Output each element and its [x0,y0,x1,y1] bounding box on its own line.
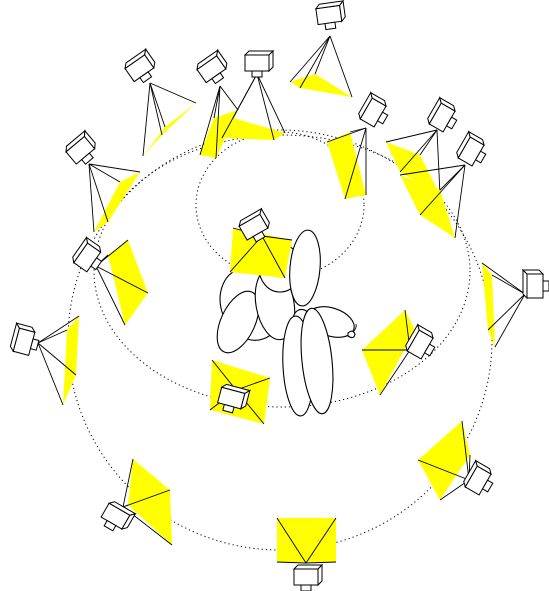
camera-lens [325,22,336,29]
image-plane [143,103,196,156]
camera-11 [482,263,549,347]
frustum-line [150,83,162,135]
camera-13 [362,310,440,395]
camera-icon [455,132,492,169]
frustum-line [492,275,525,294]
camera-icon [426,98,463,135]
image-plane [327,132,366,199]
camera-2 [123,49,196,156]
camera-lens [252,71,262,77]
camera-side [523,270,543,274]
frustum-line [277,562,306,563]
camera-top [294,565,322,569]
camera-top [245,51,273,55]
camera-3 [195,50,238,158]
camera-lens [543,281,549,291]
camera-1 [290,1,352,97]
frustum-line [89,164,94,232]
camera-icon [63,131,101,169]
camera-10 [230,209,292,278]
camera-side [318,565,322,585]
frustum-line [257,74,285,133]
camera-icon [9,323,41,357]
camera-icon [195,50,233,87]
frustum-line [306,562,336,563]
camera-icon [123,49,161,86]
frustum-line [38,343,63,405]
image-plane [290,74,352,97]
frustum-line [315,36,330,74]
image-plane [277,518,336,562]
camera-body [527,274,543,298]
camera-12 [9,316,79,405]
camera-17 [277,518,336,591]
frustum-line [220,86,238,110]
camera-icon [245,51,273,77]
frustum-line [350,128,366,132]
frustum-line [437,130,440,195]
image-plane [418,421,470,500]
camera-14 [210,360,270,424]
image-plane [128,459,172,545]
camera-lens [301,585,311,591]
camera-icon [294,565,322,591]
frustum-line [290,36,330,82]
camera-icon [357,93,394,130]
frustum-line [143,83,150,156]
camera-side [269,51,273,71]
camera-body [294,569,318,585]
camera-15 [98,459,172,545]
camera-9 [70,237,148,325]
camera-4 [222,51,285,140]
camera-icon [315,1,346,31]
frustum-line [495,294,525,347]
frustum-line [386,130,437,142]
frustum-line [488,294,525,330]
frustum-line [150,83,165,127]
frustum-line [455,165,465,238]
image-plane [63,316,79,405]
camera-8 [400,132,491,238]
camera-body [245,55,269,71]
camera-5 [63,131,140,232]
frustum-line [233,74,257,118]
camera-top [523,270,527,298]
image-plane [94,172,140,232]
frustum-line [150,83,196,103]
frustum-line [38,330,67,343]
frustum-line [89,164,108,222]
camera-icon [523,270,549,298]
